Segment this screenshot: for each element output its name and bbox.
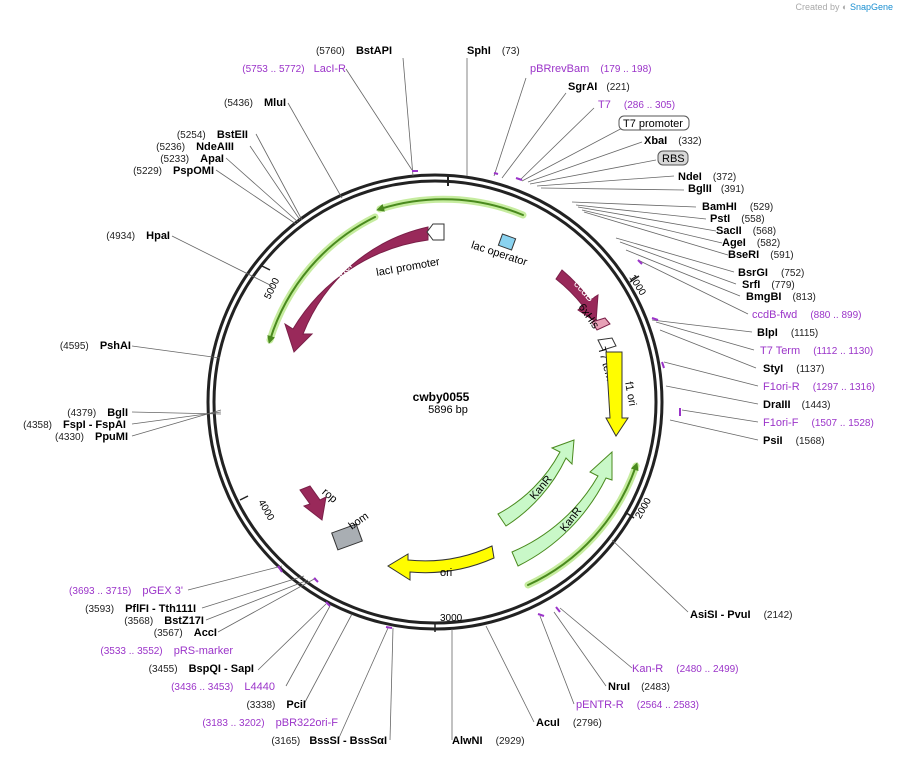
plasmid-length: 5896 bp (428, 404, 468, 416)
label-lacI-promoter: lacI promoter (375, 256, 441, 279)
primer-pRS-marker: (3533 .. 3552) pRS-marker (100, 645, 233, 657)
feature-f1-ori[interactable]: f1 ori (605, 351, 638, 437)
enzyme-BglII: BglII (391) (688, 183, 744, 195)
enzyme-ApaI: (5233) ApaI (160, 153, 224, 165)
primer-pENTR-R: pENTR-R (2564 .. 2583) (576, 699, 699, 711)
tick-2000: 2000 (633, 496, 654, 521)
feature-rop[interactable]: rop (299, 485, 339, 521)
svg-text:T7 promoter: T7 promoter (623, 118, 683, 130)
tick-4000: 4000 (255, 498, 276, 523)
feature-ori[interactable]: ori (387, 545, 495, 581)
enzyme-SphI-name: SphI (467, 45, 491, 57)
enzyme-BlpI: BlpI (1115) (757, 327, 818, 339)
enzyme-PpuMI: (4330) PpuMI (55, 431, 128, 443)
enzyme-StyI: StyI (1137) (763, 363, 824, 375)
enzyme-PflFI: (3593) PflFI - Tth111I (85, 603, 196, 615)
primer-F1ori-F: F1ori-F (1507 .. 1528) (763, 417, 874, 429)
primer-pGEX3: (3693 .. 3715) pGEX 3' (69, 585, 183, 597)
credit-brand: SnapGene (849, 2, 893, 12)
selection-arcs (266, 195, 640, 589)
enzyme-AccI: (3567) AccI (154, 627, 217, 639)
enzyme-AgeI: AgeI (582) (722, 237, 780, 249)
enzyme-BamHI: BamHI (529) (702, 201, 773, 213)
enzyme-HpaI: (4934) HpaI (106, 230, 170, 242)
enzyme-PsiI: PsiI (1568) (763, 435, 825, 447)
enzyme-BstEII: (5254) BstEII (177, 129, 248, 141)
enzyme-AlwNI: AlwNI (2929) (452, 735, 525, 747)
boxed-feature-T7-promoter[interactable]: T7 promoter (618, 115, 690, 131)
enzyme-BstAPI: (5760) BstAPI (316, 45, 392, 57)
svg-text:RBS: RBS (662, 153, 685, 165)
tick-5000: 5000 (263, 276, 283, 301)
enzyme-NruI: NruI (2483) (608, 681, 670, 693)
snapgene-logo-icon: ◐ (842, 2, 848, 12)
enzyme-PstI: PstI (558) (710, 213, 765, 225)
enzyme-FspI: (4358) FspI - FspAI (23, 419, 126, 431)
enzyme-SgrAI: SgrAI (221) (568, 81, 630, 93)
enzyme-BsrGI: BsrGI (752) (738, 267, 804, 279)
label-KanR-2: KanR (558, 505, 584, 534)
enzyme-BglI: (4379) BglI (67, 407, 128, 419)
primer-T7: T7 (286 .. 305) (598, 99, 675, 111)
enzyme-BseRI: BseRI (591) (728, 249, 794, 261)
label-lacI: lacI (334, 260, 355, 281)
feature-lacI[interactable]: lacI (284, 226, 429, 353)
primer-LacI-R: (5753 .. 5772) LacI-R (242, 63, 346, 75)
label-f1-ori: f1 ori (622, 381, 638, 407)
primer-marks (277, 170, 681, 629)
label-bom: bom (347, 510, 371, 532)
primer-pBR322ori-F: (3183 .. 3202) pBR322ori-F (202, 717, 338, 729)
primer-F1ori-R: F1ori-R (1297 .. 1316) (763, 381, 875, 393)
enzyme-SacII: SacII (568) (716, 225, 776, 237)
enzyme-SphI: SphI (73) (467, 45, 520, 57)
enzyme-BmgBI: BmgBI (813) (746, 291, 816, 303)
enzyme-PspOMI: (5229) PspOMI (133, 165, 214, 177)
credit-prefix: Created by (795, 2, 840, 12)
leader-lines (131, 57, 759, 741)
enzyme-NdeI: NdeI (372) (678, 171, 736, 183)
enzyme-BstZ17I: (3568) BstZ17I (124, 615, 204, 627)
enzyme-BssSI: (3165) BssSI - BssSαI (271, 735, 387, 747)
enzyme-PshAI: (4595) PshAI (60, 340, 131, 352)
primer-Kan-R: Kan-R (2480 .. 2499) (632, 663, 739, 675)
enzyme-labels: SphI (73) SgrAI (221) XbaI (332) NdeI (3… (452, 45, 830, 747)
primer-L4440: (3436 .. 3453) L4440 (171, 681, 275, 693)
feature-bom[interactable]: bom (331, 510, 371, 551)
primer-labels: (5753 .. 5772) LacI-R pBRrevBam (179 .. … (69, 63, 875, 729)
snapgene-credit: Created by ◐ SnapGene (795, 2, 893, 12)
boxed-feature-RBS[interactable]: RBS (657, 150, 689, 166)
tick-3000: 3000 (440, 613, 463, 624)
enzyme-DraIII: DraIII (1443) (763, 399, 830, 411)
enzyme-AsiSI-PvuI: AsiSI - PvuI (2142) (690, 609, 793, 621)
primer-T7-Term: T7 Term (1112 .. 1130) (760, 345, 873, 357)
feature-KanR-1[interactable]: KanR (497, 439, 575, 527)
enzyme-XbaI: XbaI (332) (644, 135, 702, 147)
enzyme-BspQI-SapI: (3455) BspQI - SapI (149, 663, 254, 675)
enzyme-NdeAIII: (5236) NdeAIII (156, 141, 234, 153)
enzyme-labels-left: (3165) BssSI - BssSαI (3338) PciI (3455)… (23, 45, 392, 747)
enzyme-SrfI: SrfI (779) (742, 279, 795, 291)
plasmid-name: cwby0055 (413, 390, 470, 404)
primer-pBRrevBam: pBRrevBam (179 .. 198) (530, 63, 652, 75)
enzyme-PciI: (3338) PciI (246, 699, 306, 711)
enzyme-MluI: (5436) MluI (224, 97, 286, 109)
enzyme-AcuI: AcuI (2796) (536, 717, 602, 729)
feature-lac-operator[interactable]: lac operator (470, 233, 529, 269)
backbone-inner (212, 179, 658, 625)
primer-ccdB-fwd: ccdB-fwd (880 .. 899) (752, 309, 861, 321)
label-ori: ori (440, 567, 452, 579)
